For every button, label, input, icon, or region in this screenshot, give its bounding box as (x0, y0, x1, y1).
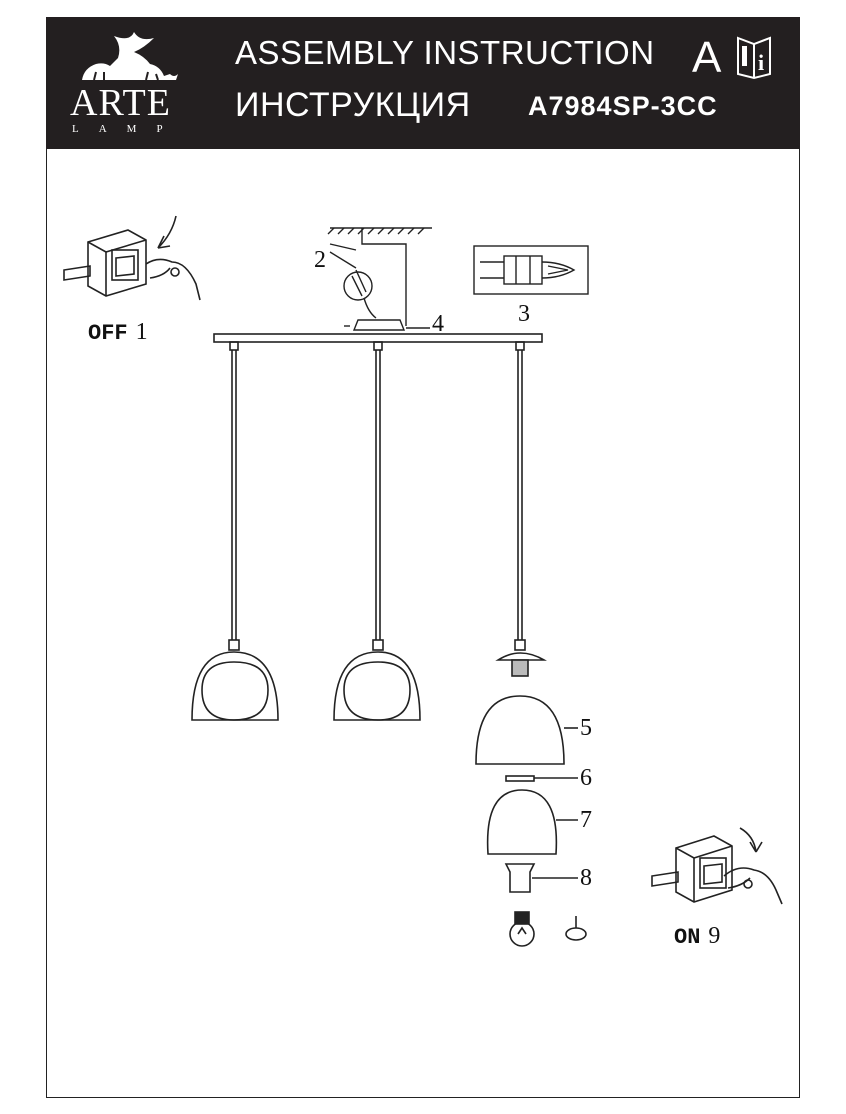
callout-4: 4 (432, 311, 444, 337)
model-number: A7984SP-3CC (528, 91, 718, 121)
switch-on-illustration (651, 827, 783, 905)
step-on-label: ON (674, 925, 701, 950)
terminal-block-detail (473, 245, 589, 295)
ceiling-mount-detail (327, 227, 432, 331)
callout-6: 6 (580, 765, 592, 791)
pendant-shade-left (191, 639, 279, 721)
callout-3: 3 (518, 301, 530, 327)
step-off: OFF 1 (88, 320, 148, 345)
fixture-bar (213, 333, 543, 640)
instruction-book-icon: i (737, 36, 771, 80)
callout-2: 2 (314, 247, 326, 273)
header-bar (46, 17, 800, 149)
screw-cap-icon (565, 916, 587, 941)
step-off-number: 1 (135, 319, 148, 345)
pendant-shade-middle (333, 639, 421, 721)
step-on-number: 9 (708, 923, 721, 949)
callout-8: 8 (580, 865, 592, 891)
step-off-label: OFF (88, 321, 128, 346)
callout-5: 5 (580, 715, 592, 741)
callout-7: 7 (580, 807, 592, 833)
light-bulb-icon (509, 911, 535, 947)
title-russian: ИНСТРУКЦИЯ (235, 86, 471, 124)
griffin-logo-icon (82, 32, 178, 81)
switch-off-illustration (63, 215, 201, 301)
pendant-exploded-parts (475, 639, 578, 893)
language-letter: A (692, 33, 722, 82)
step-on: ON 9 (674, 924, 720, 949)
brand-subtitle: LAMP (72, 123, 183, 135)
brand-wordmark: ARTE (70, 82, 171, 124)
title-english: ASSEMBLY INSTRUCTION (235, 34, 655, 71)
info-glyph: i (758, 50, 764, 75)
